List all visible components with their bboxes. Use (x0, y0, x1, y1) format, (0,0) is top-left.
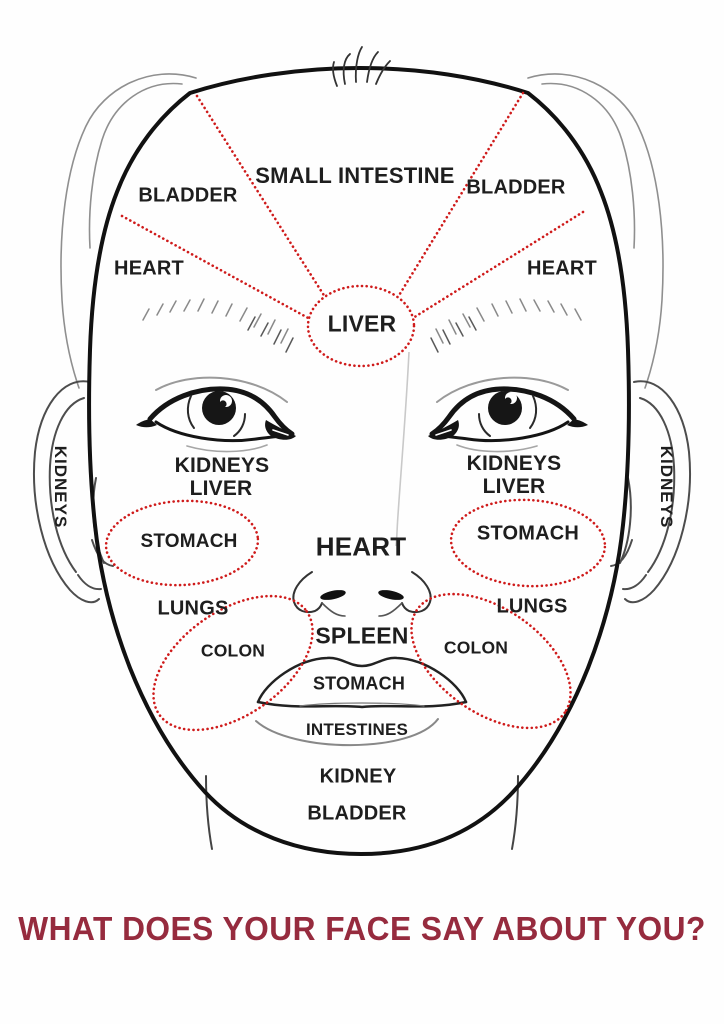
eyebrow-hatching (142, 298, 294, 353)
zone-boundaries (104, 91, 607, 732)
zone-label-kidneys-right: KIDNEYS (466, 452, 562, 475)
colon-zone-right (410, 592, 572, 730)
stomach-zone-right (449, 498, 607, 588)
zone-label-kidney-chin: KIDNEY (319, 765, 397, 788)
page-title: WHAT DOES YOUR FACE SAY ABOUT YOU? (18, 910, 706, 947)
eye-drawing (136, 376, 296, 453)
pupil-highlights (219, 392, 517, 408)
top-hair-strands (332, 46, 391, 87)
zone-label-bladder-left: BLADDER (138, 184, 238, 207)
zone-label-colon-right: COLON (443, 637, 509, 658)
zone-label-colon-left: COLON (200, 640, 266, 661)
zone-label-liver-right: LIVER (482, 475, 546, 498)
zone-label-liver-left: LIVER (189, 477, 253, 500)
zone-label-heart-right: HEART (527, 257, 597, 280)
zone-label-intestines: INTESTINES (305, 720, 409, 739)
zone-label-bladder-right: BLADDER (466, 176, 566, 199)
temple-divider-left (120, 214, 312, 321)
zone-label-heart-nose: HEART (315, 531, 407, 562)
nose-wing (292, 571, 346, 617)
zone-label-stomach-lips: STOMACH (312, 673, 406, 694)
zone-label-lungs-left: LUNGS (157, 597, 229, 620)
zone-label-kidneys-ear-right: KIDNEYS (657, 445, 676, 529)
forehead-divider-left (195, 94, 327, 299)
zone-label-kidneys-ear-left: KIDNEYS (51, 445, 70, 529)
neck-line (205, 775, 213, 850)
lips-drawing (255, 656, 468, 747)
liver-zone-circle (306, 284, 416, 368)
temple-divider-right (411, 210, 585, 320)
zone-label-small-intestine: SMALL INTESTINE (255, 163, 455, 188)
zone-label-bladder-chin: BLADDER (307, 802, 407, 825)
zone-label-stomach-left: STOMACH (140, 531, 238, 552)
stomach-zone-left (104, 499, 260, 587)
colon-zone-left (152, 594, 314, 732)
zone-label-lungs-right: LUNGS (496, 595, 568, 618)
zone-label-liver-brow: LIVER (327, 310, 397, 337)
zone-label-stomach-right: STOMACH (476, 522, 580, 545)
hair-wisp-lines (60, 73, 197, 389)
zone-label-heart-left: HEART (114, 257, 184, 280)
zone-label-spleen: SPLEEN (315, 622, 409, 649)
zone-label-kidneys-left: KIDNEYS (174, 454, 270, 477)
nose-bridge-line (395, 351, 410, 547)
face-outline (87, 65, 631, 857)
